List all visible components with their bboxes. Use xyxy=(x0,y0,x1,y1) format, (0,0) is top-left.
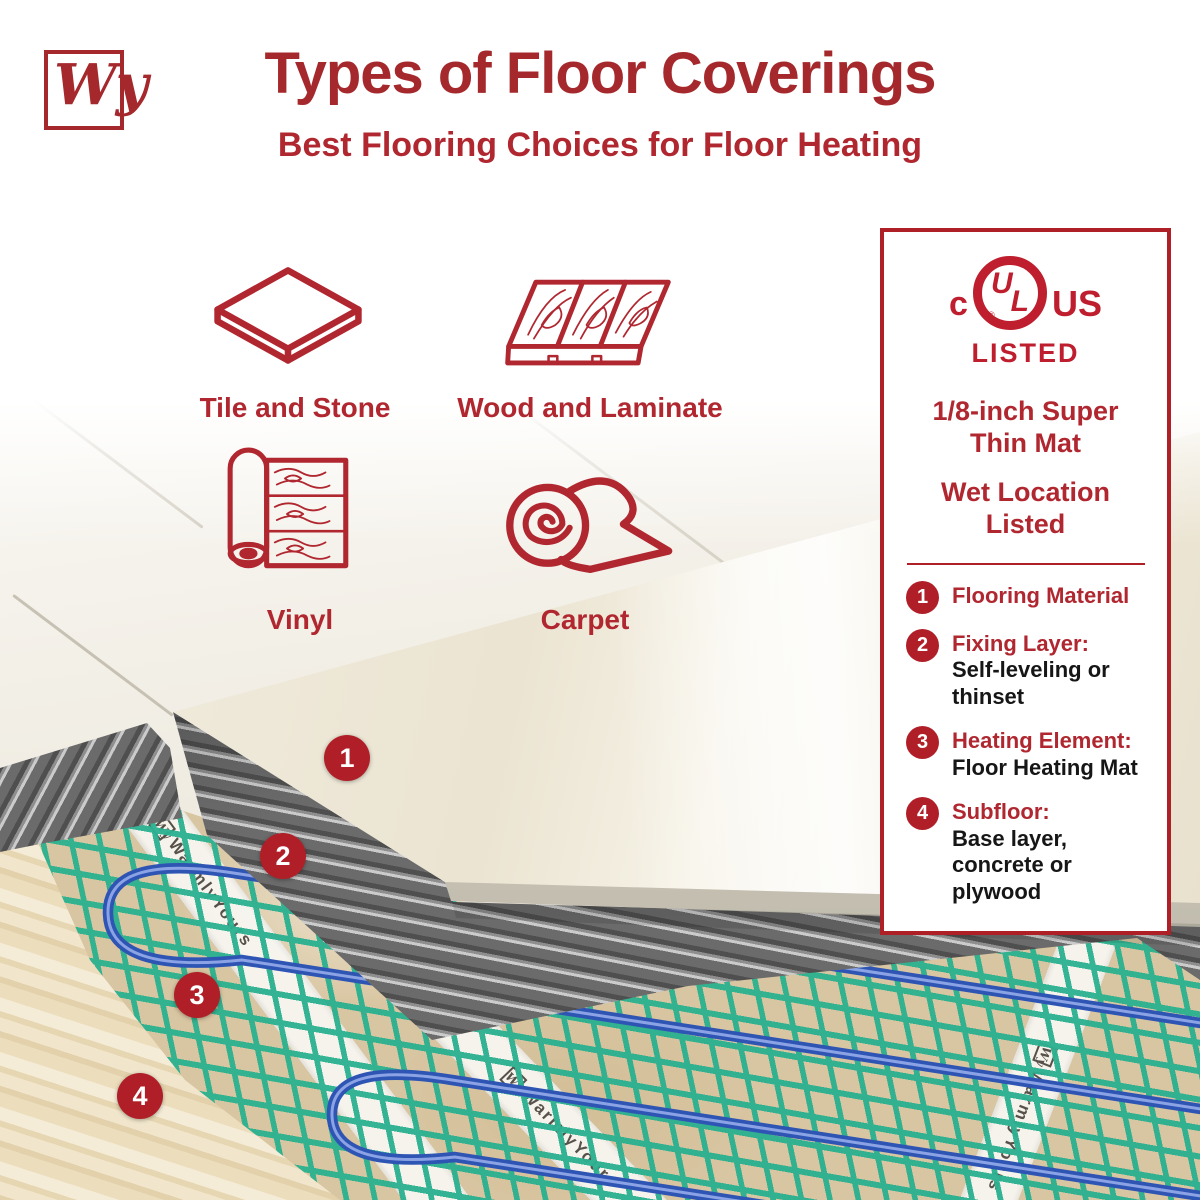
spec-panel: c U L ® US LISTED 1/8-inch Super Thin Ma… xyxy=(880,228,1171,935)
logo-script-text: Wy xyxy=(54,52,149,118)
panel-headline-2: Wet Location Listed xyxy=(940,476,1110,540)
carpet-label: Carpet xyxy=(540,604,630,635)
layer-legend-list: 1 Flooring Material 2 Fixing Layer: Self… xyxy=(884,580,1167,906)
layer-badge-2: 2 xyxy=(260,833,306,879)
vinyl-roll-icon xyxy=(220,444,362,586)
page-subtitle: Best Flooring Choices for Floor Heating xyxy=(277,126,923,164)
layer-badge-4: 4 xyxy=(117,1073,163,1119)
registered-mark: ® xyxy=(987,310,995,320)
legend-item-4: 4 Subfloor: Base layer, concrete or plyw… xyxy=(906,796,1151,906)
ul-letter-l: L xyxy=(1010,285,1029,318)
ul-letter-u: U xyxy=(990,267,1013,300)
ul-listed-text: LISTED xyxy=(971,338,1080,368)
tile-label: Tile and Stone xyxy=(199,392,391,423)
legend-num-1: 1 xyxy=(906,580,939,614)
legend-desc-3: Floor Heating Mat xyxy=(952,754,1138,780)
ul-canada-letter: c xyxy=(949,285,968,324)
legend-title-3: Heating Element: xyxy=(952,728,1132,754)
legend-item-1: 1 Flooring Material xyxy=(906,580,1151,614)
carpet-roll-icon xyxy=(492,452,684,584)
tile-icon xyxy=(203,260,373,380)
legend-desc-4: Base layer, concrete or plywood xyxy=(952,825,1072,905)
vinyl-label: Vinyl xyxy=(266,604,334,635)
page-title: Types of Floor Coverings xyxy=(264,41,936,106)
legend-num-4: 4 xyxy=(906,796,939,830)
legend-title-1: Flooring Material xyxy=(952,582,1130,608)
wood-icon xyxy=(495,268,680,380)
layer-badge-1: 1 xyxy=(324,735,370,781)
ul-circle-logo: U L ® xyxy=(972,256,1047,330)
legend-item-2: 2 Fixing Layer: Self-leveling or thinset xyxy=(906,628,1151,711)
wood-label: Wood and Laminate xyxy=(457,392,723,423)
ul-us-letters: US xyxy=(1051,282,1102,324)
legend-num-3: 3 xyxy=(906,726,939,760)
warmlyyours-logo: Wy xyxy=(44,50,148,130)
legend-num-2: 2 xyxy=(906,628,939,662)
panel-headline-1: 1/8-inch Super Thin Mat xyxy=(932,396,1119,459)
legend-desc-2: Self-leveling or thinset xyxy=(952,657,1110,710)
legend-item-3: 3 Heating Element: Floor Heating Mat xyxy=(906,726,1151,782)
ul-listed-mark: c U L ® US xyxy=(884,256,1167,330)
legend-title-2: Fixing Layer: xyxy=(952,630,1089,656)
legend-title-4: Subfloor: xyxy=(952,798,1050,824)
layer-badge-3: 3 xyxy=(174,972,220,1018)
panel-divider xyxy=(906,562,1145,565)
